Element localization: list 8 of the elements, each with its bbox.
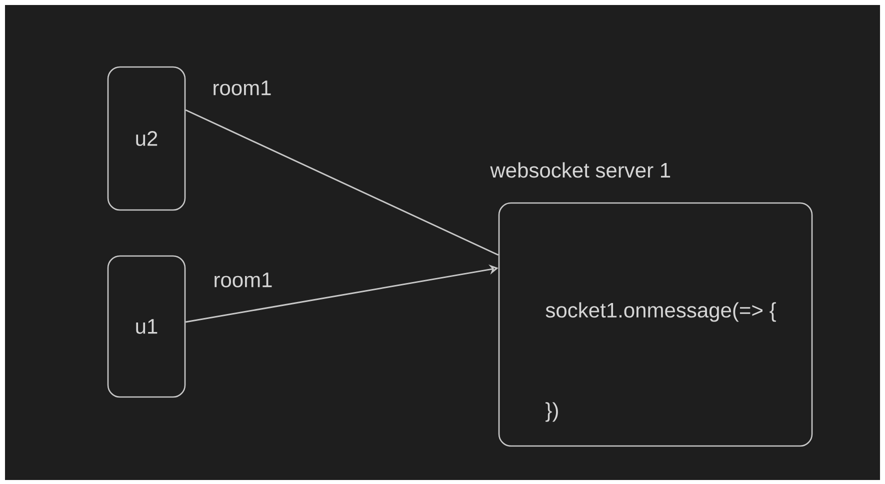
connector-line (185, 109, 499, 256)
server-title: websocket server 1 (490, 162, 670, 178)
user-box: u1 (107, 255, 186, 398)
user-box: u2 (107, 66, 186, 211)
code-text: socket1.onmessage(=> { (546, 302, 776, 322)
code-text: }) (546, 402, 558, 422)
edge-label: room1 (211, 80, 273, 96)
edge-label: room1 (212, 272, 274, 288)
